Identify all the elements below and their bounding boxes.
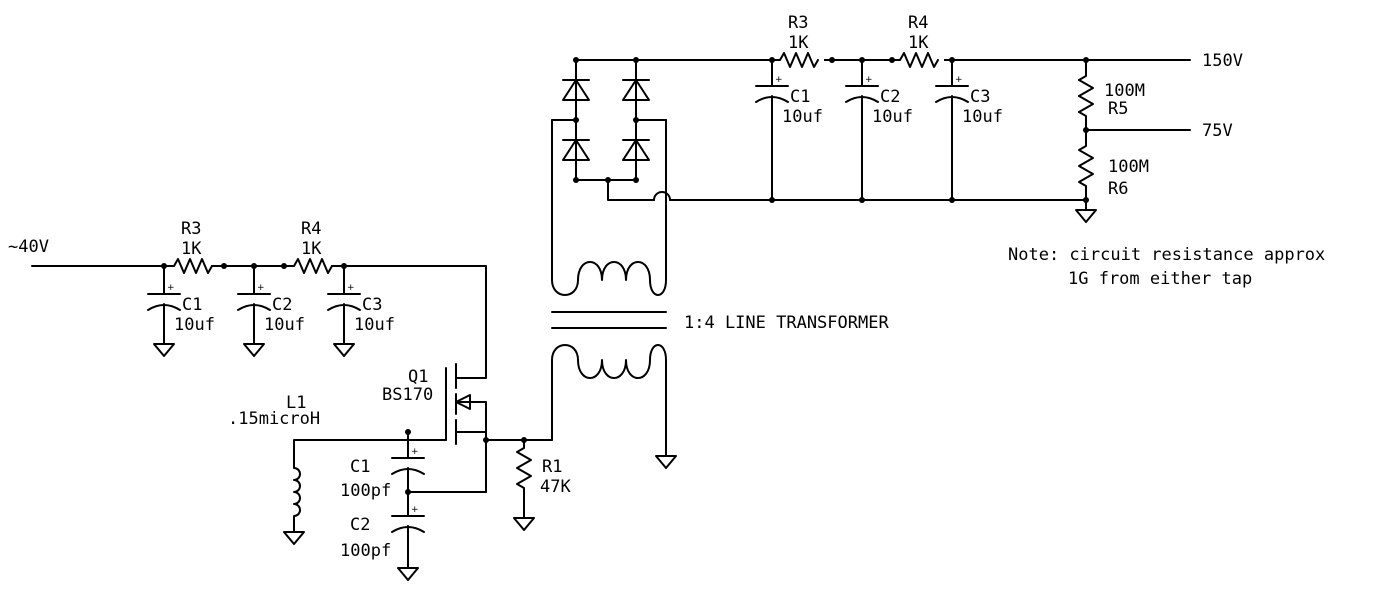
osc-c1-value: 100pf [340,481,391,501]
plus-mark: + [167,283,175,293]
input-c3-value: 10uf [354,315,395,335]
osc-cap-c1: + [391,431,425,493]
output-cap-c2: + [845,59,879,201]
output-r3-value: 1K [788,33,809,53]
r5-value: 100M [1104,81,1145,101]
plus-mark: + [955,75,963,85]
note-line-1: Note: circuit resistance approx [1008,245,1325,265]
r1-value: 47K [540,477,571,497]
output-c2-value: 10uf [872,107,913,127]
osc-cap-c2: + [391,491,425,581]
note: Note: circuit resistance approx 1G from … [1008,245,1325,289]
input-r3-label: R3 [181,219,201,239]
output-r4-label: R4 [908,13,928,33]
osc-c2-label: C2 [350,515,370,535]
output-filter: + + + R3 1K R4 1K C1 10uf C2 10uf C3 10u… [755,13,1089,203]
input-c2-label: C2 [272,295,292,315]
output-c1-label: C1 [790,87,810,107]
voltage-divider: 100M R5 100M R6 150V 75V [1075,51,1243,223]
input-voltage-label: ~40V [8,237,49,257]
r1-label: R1 [542,457,562,477]
mosfet-q1 [407,363,487,493]
output-c3-label: C3 [970,87,990,107]
input-c1-value: 10uf [174,315,215,335]
plus-mark: + [347,283,355,293]
input-cap-c2: + [237,265,271,357]
output-c1-value: 10uf [782,107,823,127]
l1-value: .15microH [228,409,320,429]
resistor-r1 [513,439,535,531]
output-c2-label: C2 [880,87,900,107]
input-cap-c3: + [327,265,361,357]
note-line-2: 1G from either tap [1068,269,1252,289]
oscillator: + + Q1 BS170 L1 .15microH C1 100pf C2 10… [228,363,571,581]
r6-label: R6 [1108,179,1128,199]
output-c3-value: 10uf [962,107,1003,127]
tap-75v-label: 75V [1202,121,1233,141]
input-filter: + + + ~40V R3 1K R4 1K C1 10uf C2 10uf C… [8,219,487,379]
plus-mark: + [411,505,419,515]
r5-label: R5 [1108,99,1128,119]
plus-mark: + [257,283,265,293]
input-cap-c1: + [147,265,181,357]
transformer-label: 1:4 LINE TRANSFORMER [684,313,889,333]
r6-value: 100M [1108,157,1149,177]
q1-label: Q1 [408,367,428,387]
osc-c2-value: 100pf [340,541,391,561]
input-c1-label: C1 [182,295,202,315]
plus-mark: + [411,447,419,457]
input-r4-value: 1K [301,239,322,259]
input-c2-value: 10uf [264,315,305,335]
input-r4-label: R4 [301,219,321,239]
tap-150v-label: 150V [1202,51,1243,71]
inductor-l1 [283,439,409,545]
output-cap-c3: + [935,59,969,201]
output-cap-c1: + [755,59,789,201]
input-c3-label: C3 [362,295,382,315]
q1-value: BS170 [382,385,433,405]
l1-label: L1 [286,393,306,413]
output-r3-label: R3 [788,13,808,33]
line-transformer: 1:4 LINE TRANSFORMER [551,119,889,469]
plus-mark: + [775,75,783,85]
plus-mark: + [865,75,873,85]
input-r3-value: 1K [181,239,202,259]
output-r4-value: 1K [908,33,929,53]
osc-c1-label: C1 [350,457,370,477]
